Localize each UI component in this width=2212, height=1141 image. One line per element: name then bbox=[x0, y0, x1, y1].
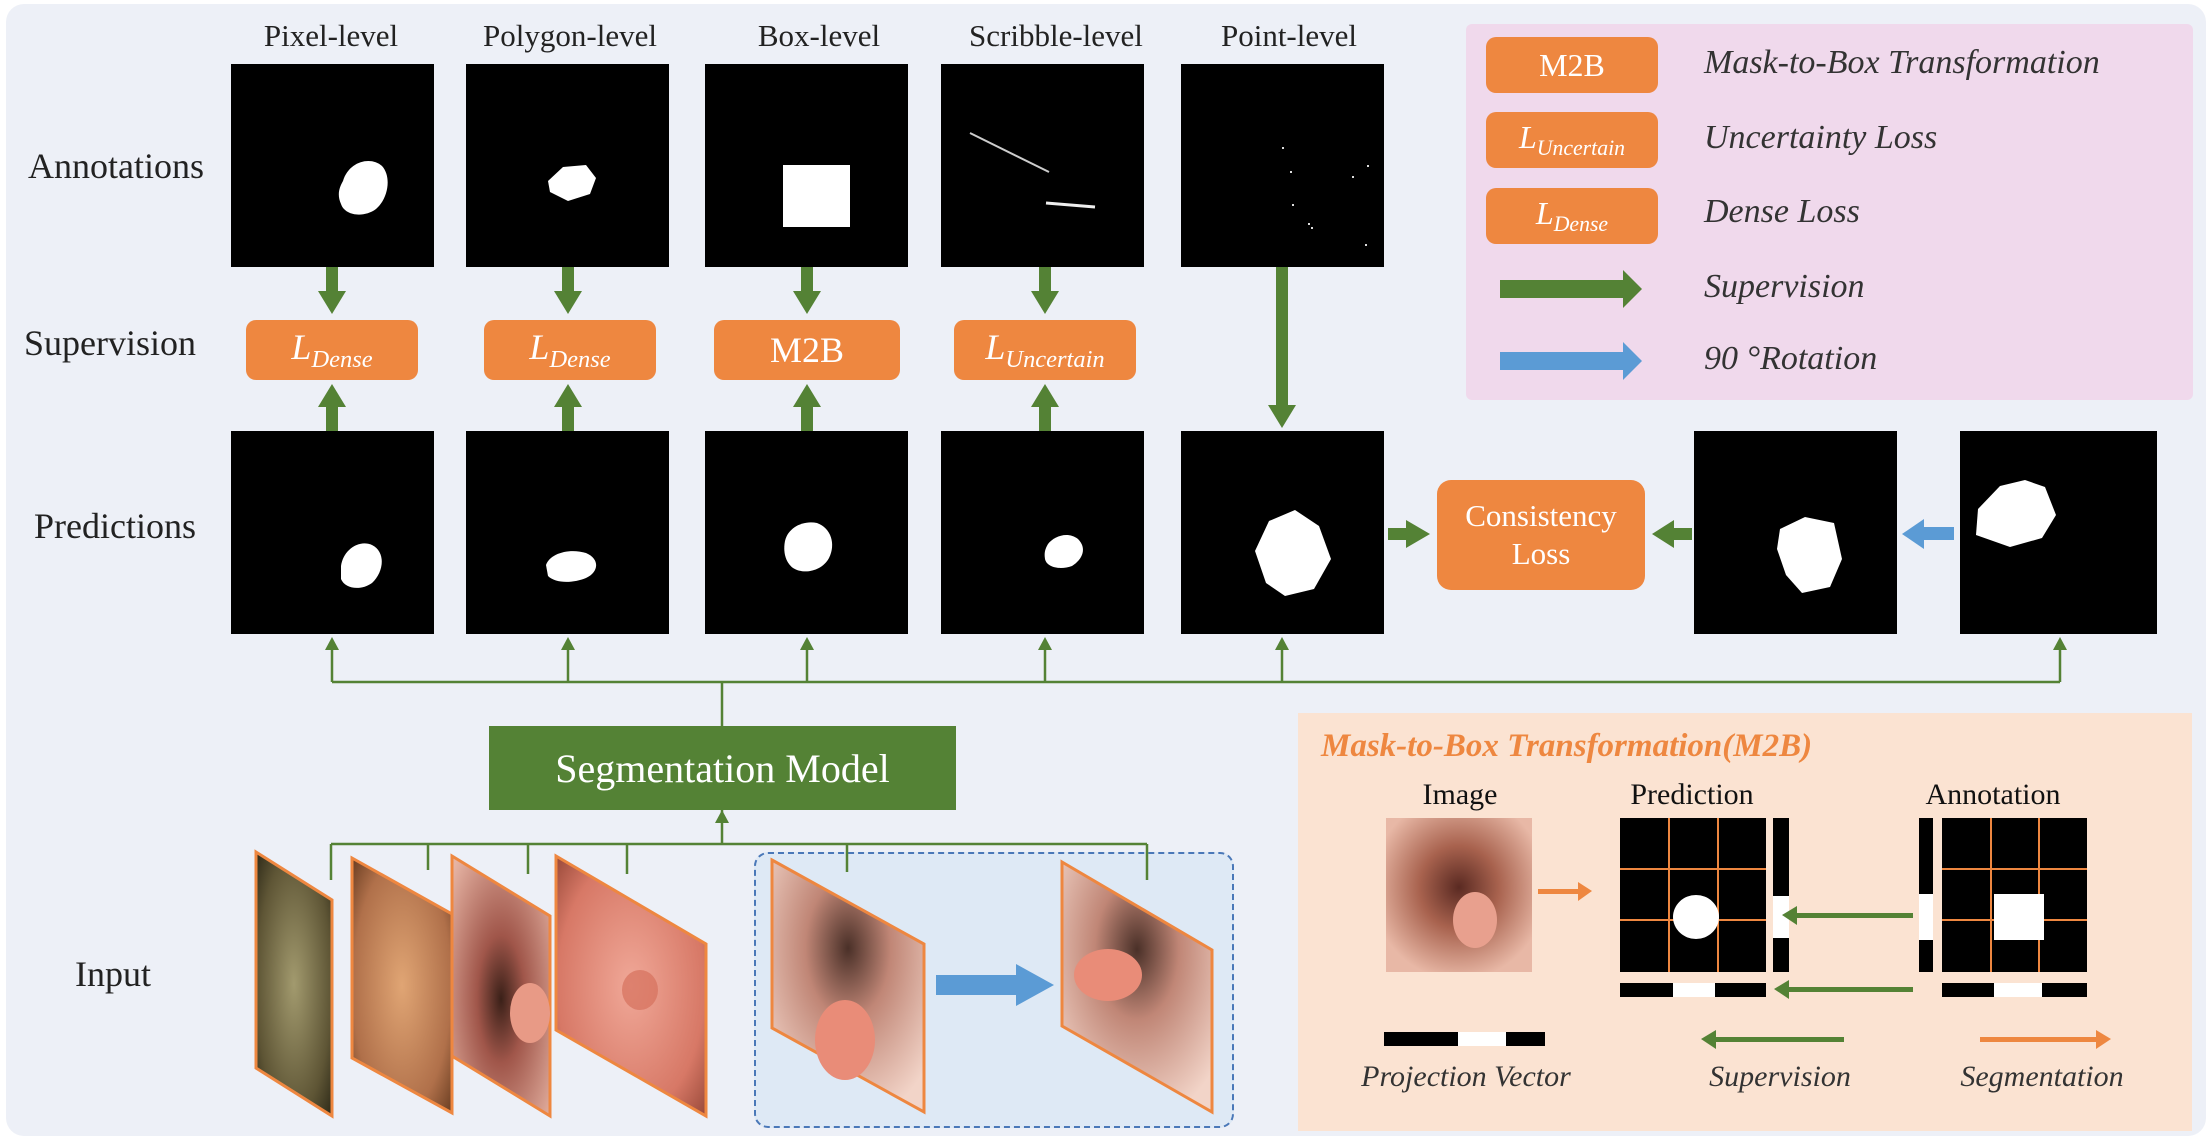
prediction-panel-unrotated bbox=[1694, 431, 1897, 634]
row-label-annotations: Annotations bbox=[28, 146, 204, 186]
annotation-panel-scribble bbox=[941, 64, 1144, 267]
annotation-panel-point bbox=[1181, 64, 1384, 267]
m2b-segmentation-caption: Segmentation bbox=[1960, 1060, 2124, 1093]
segmentation-model-box: Segmentation Model bbox=[489, 726, 956, 810]
supervision-box-dense-pixel: LDense bbox=[246, 320, 418, 380]
supervision-box-uncertain: LUncertain bbox=[954, 320, 1136, 380]
column-label-pixel: Pixel-level bbox=[263, 18, 399, 53]
supervision-box-m2b: M2B bbox=[714, 320, 900, 380]
row-label-supervision: Supervision bbox=[24, 323, 197, 363]
model-arrowheads bbox=[325, 637, 2067, 823]
model-output-lines bbox=[329, 648, 2062, 880]
input-image-stack bbox=[254, 849, 1214, 1119]
rotation-arrow bbox=[1902, 519, 1954, 549]
legend-m2b-box: M2B bbox=[1486, 37, 1658, 93]
row-label-input: Input bbox=[75, 954, 151, 994]
column-label-box: Box-level bbox=[757, 18, 881, 53]
consistency-loss-box: Consistency Loss bbox=[1437, 480, 1645, 590]
m2b-graphics bbox=[1384, 818, 2111, 1049]
legend-supervision-text: Supervision bbox=[1704, 268, 1865, 305]
m2b-supervision-caption: Supervision bbox=[1709, 1060, 1851, 1093]
column-label-polygon: Polygon-level bbox=[483, 18, 657, 53]
column-label-scribble: Scribble-level bbox=[969, 18, 1143, 53]
prediction-panel-rotated bbox=[1960, 431, 2157, 634]
consistency-line2: Loss bbox=[1511, 536, 1571, 571]
legend-m2b-text: Mask-to-Box Transformation bbox=[1704, 44, 2100, 81]
supervision-arrows bbox=[318, 267, 1692, 548]
legend-uncertain-text: Uncertainty Loss bbox=[1704, 119, 1938, 156]
prediction-panel-box bbox=[705, 431, 908, 634]
legend-dense-box: LDense bbox=[1486, 188, 1658, 244]
prediction-panel-polygon bbox=[466, 431, 669, 634]
column-label-point: Point-level bbox=[1220, 18, 1358, 53]
annotation-panel-polygon bbox=[466, 64, 669, 267]
prediction-panel-scribble bbox=[941, 431, 1144, 634]
annotation-panel-box bbox=[705, 64, 908, 267]
row-label-predictions: Predictions bbox=[34, 506, 196, 546]
prediction-panel-point bbox=[1181, 431, 1384, 634]
legend-rotation-text: 90 °Rotation bbox=[1704, 340, 1878, 377]
m2b-prediction-label: Prediction bbox=[1630, 778, 1754, 811]
legend-dense-text: Dense Loss bbox=[1704, 193, 1860, 230]
m2b-detail-title: Mask-to-Box Transformation(M2B) bbox=[1321, 728, 1813, 764]
m2b-image-label: Image bbox=[1422, 778, 1498, 811]
consistency-line1: Consistency bbox=[1465, 498, 1617, 533]
supervision-box-dense-polygon: LDense bbox=[484, 320, 656, 380]
prediction-panel-pixel bbox=[231, 431, 434, 634]
m2b-projection-caption: Projection Vector bbox=[1361, 1060, 1571, 1093]
legend-arrows bbox=[1500, 270, 1642, 380]
legend-uncertain-box: LUncertain bbox=[1486, 112, 1658, 168]
annotation-panel-pixel bbox=[231, 64, 434, 267]
m2b-annotation-label: Annotation bbox=[1925, 778, 2061, 811]
